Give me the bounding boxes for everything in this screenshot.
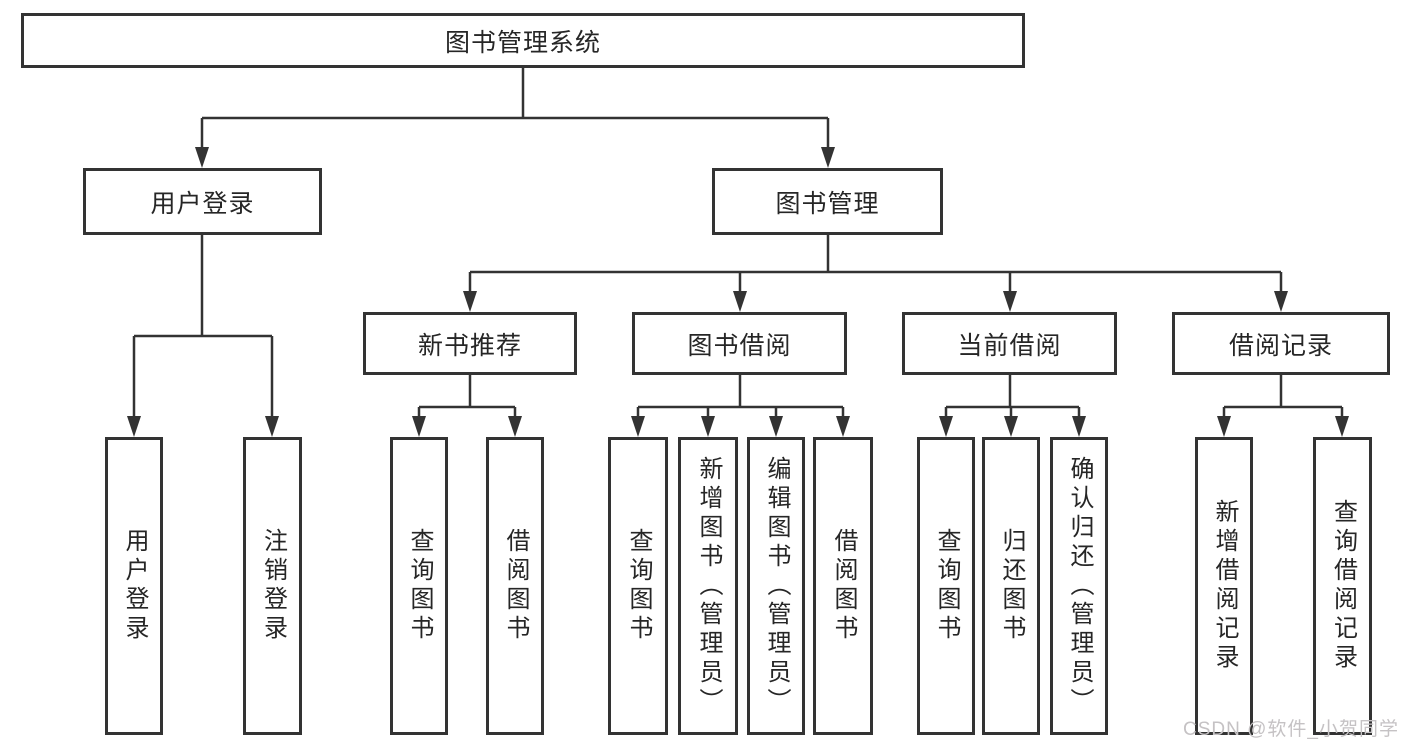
leaf-edit-book-admin: 编辑图书（管理员） [747,437,805,735]
leaf-logout: 注销登录 [243,437,302,735]
leaf-label: 归还图书 [998,528,1025,644]
leaf-user-login: 用户登录 [105,437,163,735]
node-root: 图书管理系统 [21,13,1025,68]
csdn-watermark: CSDN @软件_小贺同学 [1183,719,1399,740]
leaf-label: 查询图书 [625,528,652,644]
node-book-borrow: 图书借阅 [632,312,847,375]
leaf-label: 编辑图书（管理员） [763,455,790,717]
leaf-label: 借阅图书 [502,528,529,644]
leaf-confirm-return-admin: 确认归还（管理员） [1050,437,1108,735]
node-borrow-record: 借阅记录 [1172,312,1390,375]
leaf-label: 用户登录 [121,528,148,644]
leaf-return-book: 归还图书 [982,437,1040,735]
node-current-borrow: 当前借阅 [902,312,1117,375]
arrowheads [127,147,1349,437]
leaf-label: 新增图书（管理员） [695,455,722,717]
leaf-label: 注销登录 [259,528,287,644]
leaf-label: 确认归还（管理员） [1066,455,1093,717]
leaf-label: 查询图书 [406,528,433,644]
leaf-query-book-3: 查询图书 [917,437,975,735]
node-book-management: 图书管理 [712,168,943,235]
node-new-book-recommend: 新书推荐 [363,312,577,375]
leaf-label: 新增借阅记录 [1211,499,1238,673]
leaf-label: 查询借阅记录 [1329,499,1357,673]
leaf-label: 查询图书 [933,528,960,644]
leaf-borrow-book-2: 借阅图书 [813,437,873,735]
node-user-login: 用户登录 [83,168,322,235]
leaf-add-borrow-record: 新增借阅记录 [1195,437,1253,735]
leaf-query-book-2: 查询图书 [608,437,668,735]
leaf-query-book-1: 查询图书 [390,437,448,735]
leaf-label: 借阅图书 [830,528,857,644]
leaf-query-borrow-record: 查询借阅记录 [1313,437,1372,735]
leaf-add-book-admin: 新增图书（管理员） [678,437,738,735]
leaf-borrow-book-1: 借阅图书 [486,437,544,735]
